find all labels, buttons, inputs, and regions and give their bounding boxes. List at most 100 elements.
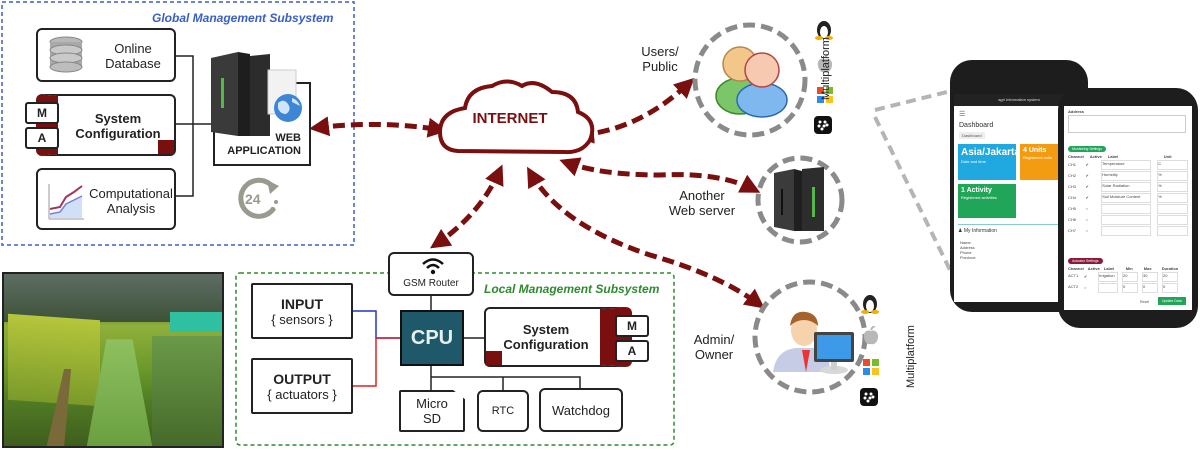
monitoring-badge: Monitoring Settings	[1068, 146, 1106, 152]
internet-label: INTERNET	[472, 110, 548, 127]
col-header: Duration	[1161, 266, 1179, 271]
actuator-table: Channel Active Label Min Max Duration AC…	[1068, 266, 1188, 293]
active-checkbox[interactable]: ○	[1084, 285, 1087, 290]
unit-input[interactable]: %	[1157, 181, 1189, 192]
phone-left-page-title: Dashboard	[959, 122, 994, 129]
admin-platform-icons	[858, 292, 882, 412]
global-config-label-1: System	[94, 111, 142, 126]
duration-input[interactable]: 0	[1162, 282, 1178, 293]
label-input[interactable]: Solar Radiation	[1101, 181, 1152, 192]
monitor-row: CH2 ✔ Humidity%	[1068, 170, 1189, 181]
unit-input[interactable]	[1157, 214, 1189, 225]
global-subsystem-title: Global Management Subsystem	[152, 11, 334, 25]
output-box[interactable]: OUTPUT { actuators }	[251, 358, 353, 414]
online-database-box[interactable]: Online Database	[36, 28, 176, 82]
duration-input[interactable]: 20	[1162, 271, 1178, 282]
col-header: Channel	[1068, 266, 1084, 271]
col-header: Active	[1087, 266, 1100, 271]
label-input[interactable]: Irrigation	[1098, 271, 1118, 282]
label-input[interactable]	[1101, 203, 1152, 214]
global-config-tab-m[interactable]: M	[25, 102, 59, 124]
tile-timezone[interactable]: Asia/Jakarta Date and time	[958, 144, 1020, 180]
active-checkbox[interactable]: ✔	[1085, 184, 1089, 189]
micro-sd-box[interactable]: Micro SD	[399, 390, 465, 432]
projection-line-top	[874, 88, 956, 112]
database-icon	[49, 36, 83, 73]
clock-24-label: 24	[245, 191, 261, 207]
label-input[interactable]	[1098, 282, 1118, 293]
min-input[interactable]: 0	[1122, 282, 1138, 293]
input-box[interactable]: INPUT { sensors }	[251, 283, 353, 339]
active-checkbox[interactable]: ✔	[1085, 173, 1089, 178]
channel-cell: ACT1	[1068, 272, 1079, 278]
label-input[interactable]: Soil Moisture Content	[1101, 192, 1152, 203]
projection-line-bottom	[873, 116, 952, 271]
unit-input[interactable]: %	[1157, 170, 1189, 181]
admin-icon	[773, 311, 854, 374]
label-input[interactable]	[1101, 225, 1152, 236]
gsm-router-label: GSM Router	[403, 278, 459, 289]
webserver-label-1: Another	[679, 188, 725, 203]
col-header: Channel	[1068, 154, 1084, 159]
local-config-tab-m[interactable]: M	[615, 315, 649, 337]
tile-activity[interactable]: 1 Activity Registered activities	[958, 184, 1016, 218]
monitor-row: CH7 ○	[1068, 225, 1189, 236]
arrow-internet-admin	[527, 166, 765, 309]
gsm-router-box[interactable]: GSM Router	[388, 252, 474, 296]
info-row: Province	[960, 255, 976, 260]
analysis-label-2: Analysis	[106, 201, 156, 216]
linux-icon	[861, 295, 879, 314]
computational-analysis-box[interactable]: Computational Analysis	[36, 168, 176, 230]
active-checkbox[interactable]: ○	[1085, 206, 1088, 211]
local-subsystem-frame	[235, 272, 675, 446]
active-checkbox[interactable]: ✔	[1085, 162, 1089, 167]
reset-button[interactable]: Reset	[1140, 300, 1150, 304]
line-chart-icon	[48, 184, 84, 220]
input-sub: { sensors }	[271, 311, 333, 327]
local-config-tab-a[interactable]: A	[615, 340, 649, 362]
internet-cloud	[437, 79, 595, 155]
active-checkbox[interactable]: ○	[1085, 228, 1088, 233]
channel-cell: CH7	[1068, 228, 1077, 233]
monitor-row: CH3✔Solar Radiation%	[1068, 181, 1189, 192]
label-input[interactable]	[1101, 214, 1152, 225]
col-header: Label	[1107, 154, 1119, 159]
active-checkbox[interactable]: ○	[1085, 217, 1088, 222]
cpu-label: CPU	[410, 326, 454, 349]
min-input[interactable]: 20	[1122, 271, 1138, 282]
micro-sd-label-2: SD	[422, 411, 442, 426]
rtc-box[interactable]: RTC	[477, 390, 529, 432]
max-input[interactable]: 30	[1142, 271, 1158, 282]
info-row: Address	[960, 245, 975, 250]
active-checkbox[interactable]: ✔	[1084, 274, 1088, 279]
apple-icon	[863, 326, 879, 345]
phone-left-app-title: agri Information system	[998, 97, 1040, 102]
unit-input[interactable]: %	[1157, 192, 1189, 203]
channel-cell: CH1	[1068, 162, 1077, 167]
unit-input[interactable]	[1157, 203, 1189, 214]
actuator-row: ACT1 ✔ Irrigation 20 30 20	[1068, 271, 1188, 282]
tile-activity-title: 1 Activity	[961, 187, 992, 194]
hamburger-icon[interactable]: ☰	[959, 111, 966, 118]
watchdog-box[interactable]: Watchdog	[539, 388, 623, 432]
admin-label-1: Admin/	[693, 332, 735, 347]
col-header: Max	[1143, 266, 1152, 271]
label-input[interactable]: Humidity	[1101, 170, 1152, 181]
channel-cell: CH2	[1068, 173, 1077, 178]
arrow-internet-users	[574, 77, 695, 144]
unit-input[interactable]	[1157, 225, 1189, 236]
label-input[interactable]: Temperature	[1101, 159, 1152, 170]
admin-label-2: Owner	[694, 347, 734, 362]
update-data-button[interactable]: Update Data	[1158, 297, 1186, 305]
cpu-box[interactable]: CPU	[400, 310, 464, 366]
max-input[interactable]: 0	[1142, 282, 1158, 293]
unit-input[interactable]: C	[1157, 159, 1189, 170]
active-checkbox[interactable]: ✔	[1085, 195, 1089, 200]
users-icon	[715, 46, 788, 118]
users-multiplatform-label: Multiplatform	[820, 37, 832, 100]
admin-multiplatform-label: Multiplatform	[905, 325, 917, 388]
windows-icon	[817, 87, 833, 103]
global-config-tab-a[interactable]: A	[25, 127, 59, 149]
local-system-config-box[interactable]: System Configuration	[484, 307, 632, 367]
address-textarea[interactable]	[1068, 115, 1186, 133]
